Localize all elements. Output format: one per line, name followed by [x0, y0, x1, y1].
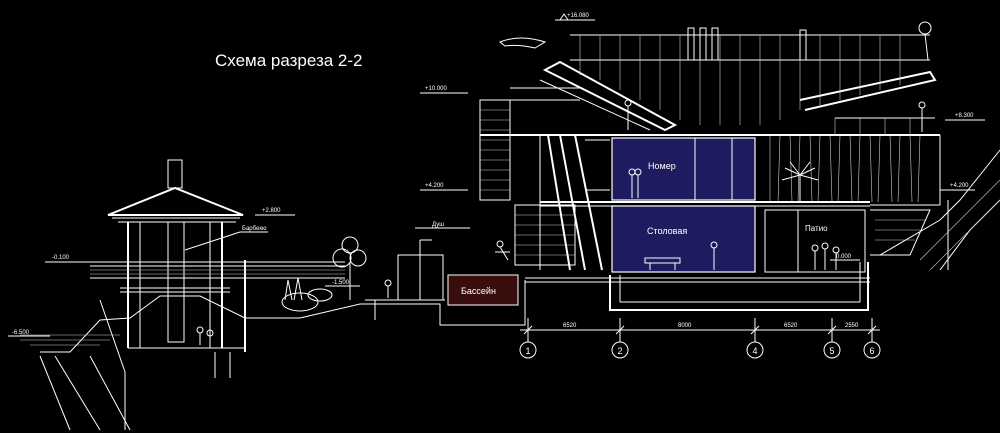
room-nomer [611, 137, 756, 201]
drawing-title: Схема разреза 2-2 [215, 51, 363, 70]
room-label-stolovaya: Столовая [647, 226, 687, 236]
right-slats [769, 117, 941, 256]
svg-text:Душ: Душ [432, 222, 444, 228]
svg-text:+2.800: +2.800 [262, 208, 281, 214]
level-lm1: -0.100 [45, 255, 90, 263]
level-l28: +2.800 [255, 208, 295, 216]
room-label-bassein: Бассейн [461, 286, 496, 296]
level-l42a: +4.200 [420, 183, 468, 191]
level-l8: +8.300 [945, 113, 985, 121]
svg-text:+4.200: +4.200 [425, 183, 444, 189]
axis-bubble-5 [823, 341, 841, 359]
room-label-nomer: Номер [648, 161, 676, 171]
left-facade [479, 87, 610, 271]
axis-dimensions: 6520 8000 6520 2550 1 2 4 5 6 [519, 318, 881, 359]
span-5-6: 2550 [845, 323, 859, 329]
axis-label-5: 5 [829, 346, 834, 356]
level-l10: +10.000 [420, 86, 468, 94]
span-1-2: 6520 [563, 323, 577, 329]
svg-text:-6.500: -6.500 [12, 330, 30, 336]
axis-label-4: 4 [752, 346, 757, 356]
span-2-4: 8000 [678, 323, 692, 329]
level-l0: 0.000 [830, 254, 860, 261]
svg-text:+10.000: +10.000 [425, 86, 448, 92]
axis-bubble-1 [519, 341, 537, 359]
level-l42b: +4.200 [940, 183, 975, 191]
span-4-5: 6520 [784, 323, 798, 329]
note-dush: Душ [432, 222, 444, 228]
svg-text:0.000: 0.000 [836, 254, 852, 260]
level-lm65: -6.500 [8, 330, 50, 337]
svg-text:+4.200: +4.200 [950, 183, 969, 189]
patio: Патио [764, 209, 866, 273]
svg-text:Барбекю: Барбекю [242, 226, 267, 232]
level-marks: +16.080 +10.000 +8.300 +4.200 +4.200 +2.… [8, 13, 985, 337]
room-label-patio: Патио [805, 224, 828, 233]
roof [499, 21, 937, 132]
note-barbekyu: Барбекю [184, 226, 268, 251]
svg-text:+8.300: +8.300 [955, 113, 974, 119]
shower-area [365, 227, 470, 320]
gazebo [107, 159, 246, 378]
level-lm15: -1.500 [325, 280, 360, 287]
svg-text:-0.100: -0.100 [52, 255, 70, 261]
room-stolovaya [611, 205, 756, 273]
svg-text:-1.500: -1.500 [332, 280, 350, 286]
axis-label-2: 2 [617, 346, 622, 356]
svg-text:+16.080: +16.080 [567, 13, 590, 19]
axis-label-1: 1 [525, 346, 530, 356]
pool-block [447, 274, 519, 306]
axis-bubble-4 [746, 341, 764, 359]
terrace [90, 236, 367, 312]
pool: Бассейн [439, 240, 526, 326]
axis-label-6: 6 [869, 346, 874, 356]
axis-bubble-2 [611, 341, 629, 359]
level-top: +16.080 [555, 13, 595, 21]
main-building: Номер Столовая [479, 21, 941, 311]
axis-bubble-6 [863, 341, 881, 359]
